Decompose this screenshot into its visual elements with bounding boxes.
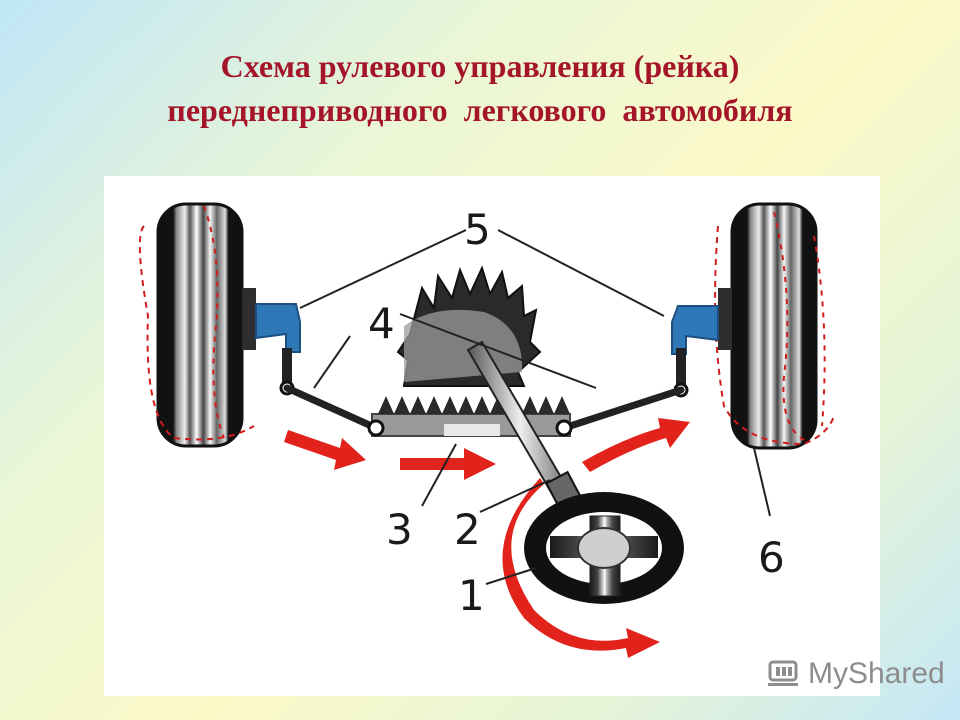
left-wheel xyxy=(138,202,255,448)
myshared-watermark: MyShared xyxy=(766,654,956,694)
arrow-rack-icon xyxy=(400,448,496,480)
motion-arrows xyxy=(284,418,690,658)
arrow-steering-rotation-icon xyxy=(502,478,660,658)
label-3: 3 xyxy=(386,505,413,554)
title-line-2: переднеприводного легкового автомобиля xyxy=(167,92,793,128)
myshared-logo-icon xyxy=(768,660,798,686)
label-6: 6 xyxy=(758,533,785,582)
tie-rods xyxy=(283,384,685,432)
label-2: 2 xyxy=(454,505,481,554)
arrow-right-tie-rod-icon xyxy=(582,418,690,472)
right-steering-knuckle xyxy=(671,288,732,398)
steering-wheel xyxy=(524,492,684,604)
steering-diagram-svg: 5 4 3 2 1 6 xyxy=(138,202,835,658)
label-4: 4 xyxy=(368,299,395,348)
left-steering-knuckle xyxy=(242,288,301,396)
steering-diagram: 5 4 3 2 1 6 xyxy=(104,176,880,696)
label-1: 1 xyxy=(458,571,485,620)
watermark-text: MyShared xyxy=(808,657,945,690)
arrow-left-tie-rod-icon xyxy=(284,430,366,470)
pinion-gear xyxy=(396,265,542,387)
title-line-1: Схема рулевого управления (рейка) xyxy=(220,48,740,84)
steering-rack xyxy=(367,396,573,437)
label-5: 5 xyxy=(464,205,491,254)
right-wheel xyxy=(714,202,835,450)
leader-lines xyxy=(299,229,771,585)
slide-title: Схема рулевого управления (рейка) передн… xyxy=(0,44,960,132)
